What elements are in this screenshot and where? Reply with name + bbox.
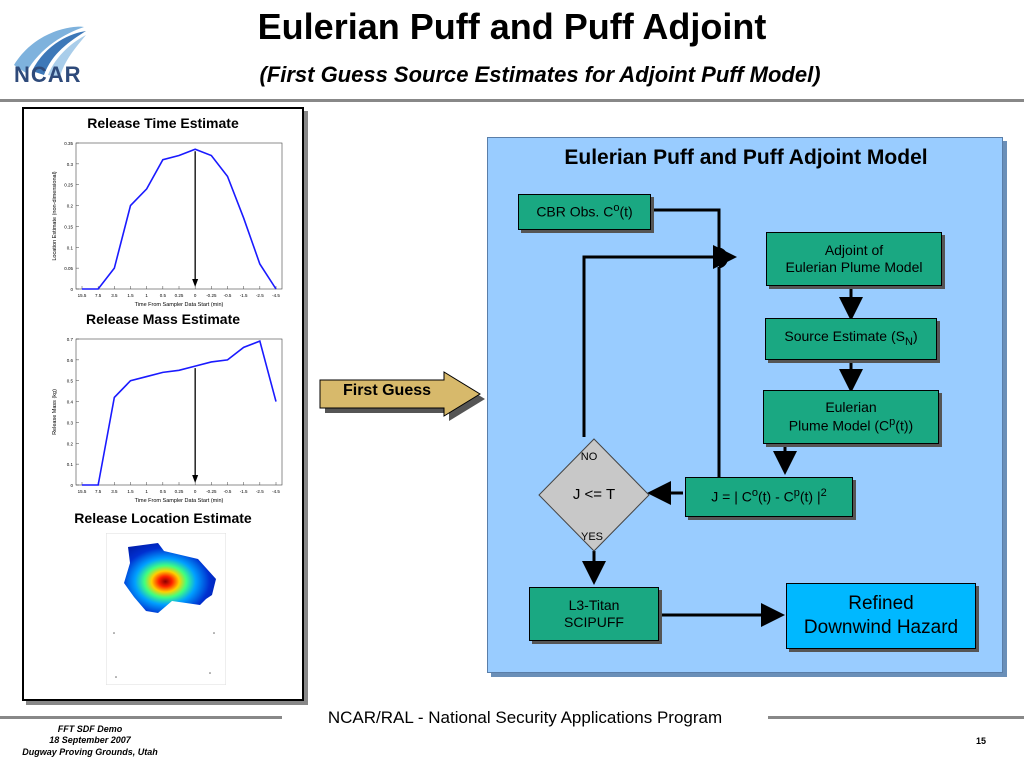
decision-yes-label: YES [580,531,603,543]
refined-line1: Refined [848,593,914,615]
release-time-xtick-label: -2.5 [256,293,264,298]
release-time-ytick-label: 0.25 [64,183,73,188]
adjoint-line2: Eulerian Plume Model [785,259,923,275]
release-time-ytick-label: 0.15 [64,224,73,229]
release-mass-chart: 0 0.1 0.2 0.3 0.4 0.5 0.6 0.7 15.5 7.5 3.5 1.5 1 0.5 0… [52,337,283,504]
cost-function-box: J = | Co(t) - Cp(t) |2 [685,477,853,517]
release-mass-xtick-label: -1.5 [240,489,248,494]
release-time-ytick-label: 0.1 [67,245,74,250]
release-time-xtick-label: 0.25 [175,293,184,298]
release-mass-xtick-label: 0.5 [160,489,167,494]
ncar-logo-icon [14,26,86,77]
release-mass-ylabel: Release Mass (kg) [52,389,58,435]
release-mass-ytick-label: 0.7 [67,337,74,342]
page-title: Eulerian Puff and Puff Adjoint [257,6,767,47]
release-mass-ytick-label: 0.2 [67,441,74,446]
ncar-logo-text: NCAR [14,62,82,87]
release-mass-ytick-label: 0 [70,483,73,488]
adjoint-box: Adjoint of Eulerian Plume Model [766,232,942,286]
release-time-title: Release Time Estimate [87,115,239,131]
release-mass-ytick-label: 0.3 [67,420,74,425]
footer-line1: FFT SDF Demo [57,724,123,734]
footer-divider-left [0,716,282,719]
footer-line2: 18 September 2007 [49,735,131,746]
release-mass-xtick-label: 7.5 [95,489,102,494]
cbr-obs-label: CBR Obs. Co(t) [536,202,633,221]
release-time-xtick-label: 1 [145,293,148,298]
footer-program: NCAR/RAL - National Security Application… [327,708,723,727]
release-mass-ytick-label: 0.5 [67,379,74,384]
release-mass-xtick-label: 1.5 [127,489,134,494]
release-time-xtick-label: 0.5 [160,293,167,298]
release-mass-xtick-label: 15.5 [78,489,87,494]
release-time-xtick-label: -4.5 [272,293,280,298]
footer-event-info: FFT SDF Demo 18 September 2007 Dugway Pr… [0,724,180,758]
release-time-ytick-label: 0.35 [64,141,73,146]
release-mass-xtick-label: 1 [145,489,148,494]
release-mass-xtick-label: 3.5 [111,489,118,494]
flow-connectors [538,208,863,627]
release-location-heatmap [106,533,226,685]
release-time-xtick-label: 0 [194,293,197,298]
release-mass-xtick-label: 0 [194,489,197,494]
release-mass-indicator-arrowhead [192,475,199,483]
l3-line2: SCIPUFF [564,614,624,630]
first-guess-arrow-icon [319,371,485,421]
decision-no-label: NO [580,451,598,463]
release-time-xtick-label: 1.5 [127,293,134,298]
eulerian-line2: Plume Model (Cp(t)) [788,416,914,434]
release-time-ytick-label: 0 [70,287,73,292]
cost-function-label: J = | Co(t) - Cp(t) |2 [711,487,827,506]
estimates-panel: Release Time Estimate 0 0.05 0.1 0.15 0.2 0.2… [22,107,304,701]
release-location-title: Release Location Estimate [74,510,252,526]
release-mass-xtick-label: -0.5 [224,489,232,494]
page-number: 15 [976,736,987,746]
release-mass-xtick-label: -4.5 [272,489,280,494]
release-time-ytick-label: 0.2 [67,204,74,209]
release-time-ytick-label: 0.3 [67,162,74,167]
release-time-xtick-label: -0.5 [224,293,232,298]
release-mass-xlabel: Time From Sampler Data Start (min) [135,498,224,504]
release-mass-xtick-label: -2.5 [256,489,264,494]
release-time-chart: 0 0.05 0.1 0.15 0.2 0.25 0.3 0.35 15.5 7.5 3.5 1.5 1… [52,141,283,308]
release-mass-plot-area [75,338,283,486]
release-time-ylabel: Location Estimate (non-dimensional) [52,171,58,260]
l3-titan-box: L3-Titan SCIPUFF [529,587,659,641]
first-guess-label: First Guess [342,382,432,399]
footer-divider-right [768,716,1024,719]
eulerian-line1: Eulerian [825,398,877,415]
model-panel-title: Eulerian Puff and Puff Adjoint Model [564,146,928,169]
eulerian-plume-box: Eulerian Plume Model (Cp(t)) [763,390,939,444]
adjoint-line1: Adjoint of [824,241,884,258]
release-time-indicator-arrowhead [192,279,199,287]
release-mass-ytick-label: 0.4 [67,400,74,405]
release-mass-ytick-label: 0.1 [67,462,74,467]
cbr-obs-box: CBR Obs. Co(t) [518,194,651,230]
page-subtitle: (First Guess Source Estimates for Adjoin… [259,62,821,87]
release-time-xtick-label: 3.5 [111,293,118,298]
release-mass-xtick-label: -0.25 [206,489,217,494]
release-time-xtick-label: -1.5 [240,293,248,298]
l3-line1: L3-Titan [568,596,620,613]
source-estimate-label: Source Estimate (SN) [784,328,918,349]
release-time-xtick-label: 7.5 [95,293,102,298]
release-mass-xtick-label: 0.25 [175,489,184,494]
release-mass-ytick-label: 0.6 [67,358,74,363]
refined-line2: Downwind Hazard [803,617,959,638]
release-time-xtick-label: -0.25 [206,293,217,298]
decision-label: J <= T [572,486,616,503]
release-time-plot-area [75,142,283,290]
release-time-ytick-label: 0.05 [64,266,73,271]
header-divider [0,99,1024,102]
source-estimate-box: Source Estimate (SN) [765,318,937,360]
release-mass-title: Release Mass Estimate [85,311,241,327]
refined-hazard-box: Refined Downwind Hazard [786,583,976,649]
footer-line3: Dugway Proving Grounds, Utah [22,746,158,757]
release-time-xtick-label: 15.5 [78,293,87,298]
release-time-xlabel: Time From Sampler Data Start (min) [135,302,224,308]
